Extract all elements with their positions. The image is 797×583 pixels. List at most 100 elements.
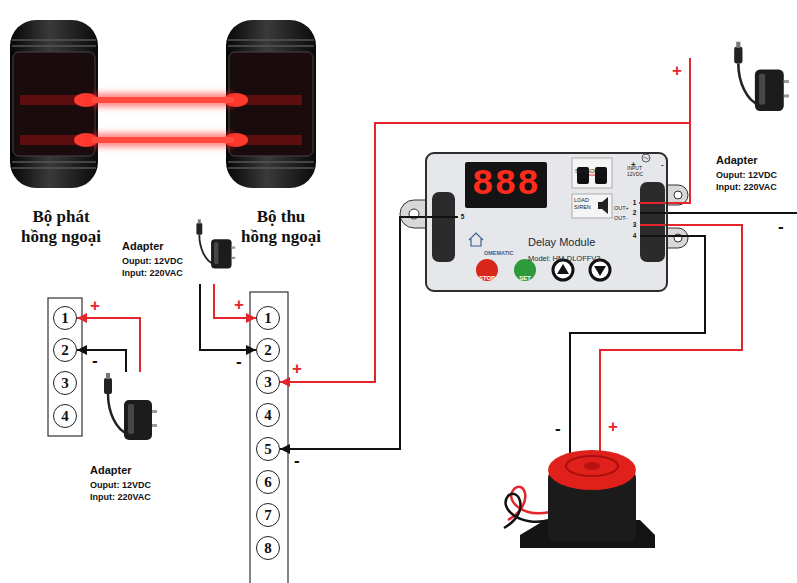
terminal-number: 2 [61,343,69,358]
glow [242,95,302,105]
down-arrow [594,266,606,276]
terminal-number: 5 [461,214,465,221]
power-adapter: AdapterOuput: 12VDCInput: 220VAC [120,218,220,284]
wire [214,284,256,318]
wire-connector [200,284,256,355]
adapter-title: Adapter [90,464,132,477]
ir-receiver-body [224,20,316,188]
terminal-number: 1 [633,200,637,207]
polarity-sign: + [608,418,618,436]
siren-center [584,462,600,470]
screw-terminal: 4 [53,404,77,428]
ac-symbol [644,157,649,159]
glow [20,95,80,105]
screw-terminal: 3 [256,370,280,394]
module-panel [400,152,688,292]
terminal-number: 8 [264,541,272,556]
module-model: Model: HM-DLOFFV3 [528,254,601,263]
up-button [553,260,573,280]
beam-glow [92,133,234,147]
display-digits: 888 [472,164,540,206]
terminal-number: 3 [61,376,69,391]
speaker-icon [602,197,608,214]
terminal-number: 2 [264,343,272,358]
arrowhead [77,313,87,323]
infrared-beam [92,93,234,147]
adapter-title: Adapter [716,154,758,167]
housing [10,20,98,188]
text-slot: INPUT 12VDC [627,165,653,177]
polarity-sign: - [661,161,664,169]
terminal-number: 1 [61,311,69,326]
ir-emitter-body [10,20,98,188]
stop-button [476,259,498,281]
screw-terminal: 1 [53,306,77,330]
terminal-number: 4 [264,408,272,423]
text-slot: SENSOR [575,159,598,177]
mount-ear [400,200,428,228]
terminal-number: 3 [264,375,272,390]
text-slot: - [778,218,784,236]
text-slot: + [672,62,682,80]
siren-wire [570,236,705,455]
polarity-sign: + [672,62,682,80]
module-title: Delay Module [528,236,595,249]
siren [504,450,655,548]
terminal-number: 7 [264,508,272,523]
beam-glow [92,93,234,107]
beam [92,137,234,143]
text-slot: 888 [465,164,547,206]
terminal-strip [250,292,288,583]
polarity-sign: - [92,352,98,370]
adapter-spec: Input: 220VAC [90,492,151,503]
siren-ring [566,456,618,476]
arrowhead [246,313,256,323]
adapter-spec: Input: 220VAC [122,268,183,279]
screw-terminal: 7 [256,503,280,527]
screw-terminal: 4 [256,403,280,427]
pin-name: OUT- [614,215,627,222]
power-adapter: AdapterOuput: 12VDCInput: 220VAC [88,372,180,505]
mount-hole [674,191,682,199]
text-slot: Adapter [716,150,758,168]
adapter-title: Adapter [122,240,164,253]
module-terminal: 1 [630,198,639,208]
supply-wire [689,58,691,123]
down-button [590,260,610,280]
text-slot: + [292,360,302,378]
button-label: STOP [479,274,495,282]
panel-face [425,152,668,292]
button-label: SET [519,274,531,282]
text-slot: Model: HM-DLOFFV3 [528,247,601,265]
load-box [572,194,612,218]
text-slot: - [555,420,561,438]
text-slot: Ouput: 12VDC [122,250,183,268]
wire-connector [77,345,126,372]
text-slot: - [294,452,300,470]
arrowhead [246,345,256,355]
screw-terminal: 6 [256,470,280,494]
terminal-strip [48,298,82,436]
led-display [465,162,547,208]
pin-name: OUT+ [614,205,629,212]
module-terminal: 3 [630,220,639,230]
text-slot: - [661,153,664,171]
text-slot: Adapter [122,236,164,254]
terminal-number: 4 [61,409,69,424]
text-slot: SET [514,266,536,284]
text-slot: OMEMATIC [484,241,514,259]
polarity-sign: + [234,296,244,314]
text-slot: Bộ phát hồng ngoại [18,207,104,246]
text-slot: + [234,296,244,314]
brand-logo: OMEMATIC [484,250,514,256]
text-slot: Delay Module [528,232,595,250]
ir-emitter: Bộ phát hồng ngoại [5,15,117,250]
device-name: Bộ thu hồng ngoại [238,207,324,246]
glow [20,135,80,145]
module-terminal: 4 [630,231,639,241]
beam [92,97,234,103]
terminal-bar [640,182,665,262]
adapter-icon [104,373,157,440]
